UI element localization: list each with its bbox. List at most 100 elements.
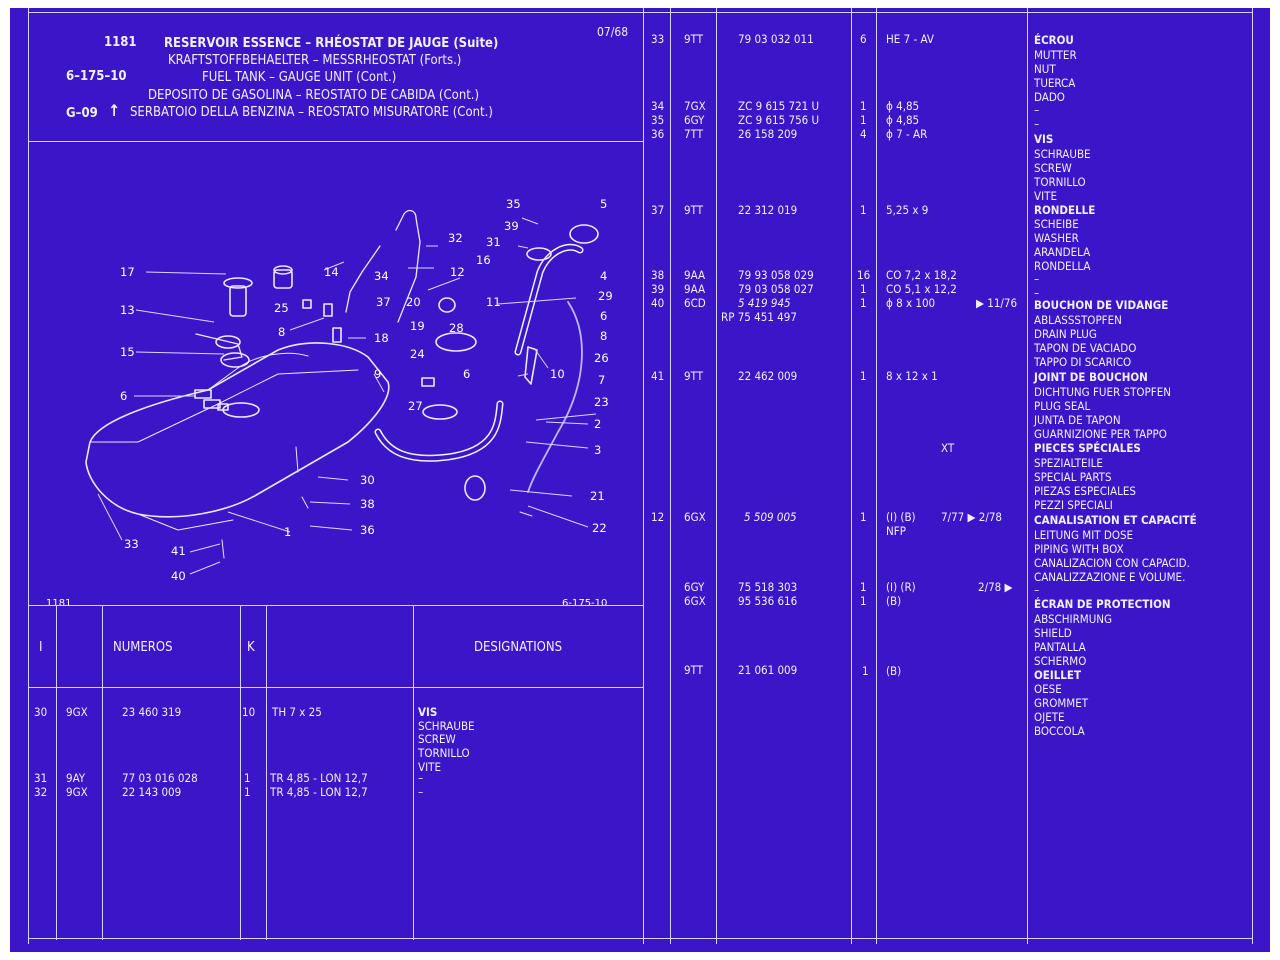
frame-line	[1027, 8, 1028, 944]
item-number: 31	[34, 771, 48, 785]
callout-20: 20	[406, 295, 421, 309]
callout-9: 9	[374, 367, 381, 381]
specification: (I) (B)	[886, 510, 916, 524]
designation-it: PEZZI SPECIALI	[1034, 498, 1113, 512]
part-number: 77 03 016 028	[122, 771, 198, 785]
designation-dash: –	[418, 771, 424, 785]
item-number: 33	[651, 32, 665, 46]
part-number: 5 509 005	[744, 510, 797, 524]
quantity: 4	[860, 127, 867, 141]
part-number: ZC 9 615 721 U	[738, 99, 820, 113]
model-variant: XT	[941, 441, 955, 455]
quantity: 1	[860, 296, 867, 310]
designation-it: VITE	[418, 760, 441, 774]
callout-1: 1	[284, 525, 291, 539]
specification: TR 4,85 - LON 12,7	[270, 785, 368, 799]
model-code: 9AA	[684, 282, 706, 296]
designation-dash: –	[1034, 117, 1040, 131]
title-italian: SERBATOIO DELLA BENZINA – REOSTATO MISUR…	[130, 105, 493, 120]
specification: HE 7 - AV	[886, 32, 934, 46]
validity-note: 2/78 ▶	[978, 580, 1013, 594]
part-number: 22 462 009	[738, 369, 798, 383]
designation-fr: RONDELLE	[1034, 203, 1096, 217]
quantity: 1	[244, 785, 251, 799]
item-number: 35	[651, 113, 665, 127]
model-code: 9TT	[684, 369, 704, 383]
callout-35: 35	[506, 197, 521, 211]
callout-7: 7	[598, 373, 605, 387]
designation-it: RONDELLA	[1034, 259, 1091, 273]
designation-dash: –	[1034, 272, 1040, 286]
callout-25: 25	[274, 301, 289, 315]
parts-catalog-sheet: 1181 07/68 6–175–10 G–09 ↑ RESERVOIR ESS…	[10, 8, 1270, 952]
designation-dash: –	[1034, 103, 1040, 117]
designation-dash: –	[1034, 583, 1040, 597]
callout-40: 40	[171, 569, 186, 583]
item-number: 12	[651, 510, 665, 524]
model-code: 9TT	[684, 32, 704, 46]
item-number: 37	[651, 203, 665, 217]
model-code: 9AA	[684, 268, 706, 282]
specification: ϕ 4,85	[886, 99, 920, 113]
callout-16: 16	[476, 253, 491, 267]
diagram-separator	[28, 605, 644, 606]
tank-drawing	[85, 209, 599, 559]
designation-de: SCHRAUBE	[1034, 147, 1091, 161]
designation-de: MUTTER	[1034, 48, 1077, 62]
designation-de: ABSCHIRMUNG	[1034, 612, 1113, 626]
callout-19: 19	[410, 319, 425, 333]
quantity: 6	[860, 32, 867, 46]
model-code: 6GY	[684, 580, 705, 594]
quantity: 1	[860, 282, 867, 296]
col-designations-header: DESIGNATIONS	[474, 640, 563, 655]
callout-29: 29	[598, 289, 613, 303]
designation-fr: JOINT DE BOUCHON	[1034, 370, 1148, 384]
quantity: 1	[860, 369, 867, 383]
designation-de: DICHTUNG FUER STOPFEN	[1034, 385, 1171, 399]
designation-it: VITE	[1034, 189, 1057, 203]
designation-es: CANALIZACION CON CAPACID.	[1034, 556, 1190, 570]
designation-es: TORNILLO	[418, 746, 470, 760]
designation-dash: –	[418, 785, 424, 799]
col-numeros-header: NUMEROS	[113, 640, 173, 655]
specification: TR 4,85 - LON 12,7	[270, 771, 368, 785]
designation-en: DRAIN PLUG	[1034, 327, 1097, 341]
designation-en: PIPING WITH BOX	[1034, 542, 1124, 556]
designation-fr: ÉCRAN DE PROTECTION	[1034, 597, 1171, 611]
callout-leaders	[97, 217, 597, 575]
specification: 5,25 x 9	[886, 203, 929, 217]
designation-fr: VIS	[1034, 132, 1054, 146]
frame-bottom-line	[28, 938, 1253, 939]
designation-de: SCHEIBE	[1034, 217, 1079, 231]
callout-17: 17	[120, 265, 135, 279]
callout-14: 14	[324, 265, 339, 279]
header-separator	[28, 141, 644, 142]
designation-es: TUERCA	[1034, 76, 1076, 90]
model-code: 6GX	[684, 594, 706, 608]
model-code: 9GX	[66, 785, 88, 799]
designation-en: SPECIAL PARTS	[1034, 470, 1112, 484]
callout-21: 21	[590, 489, 605, 503]
callout-4: 4	[600, 269, 607, 283]
specification-note: NFP	[886, 524, 906, 538]
designation-en: PLUG SEAL	[1034, 399, 1091, 413]
designation-it: CANALIZZAZIONE E VOLUME.	[1034, 570, 1186, 584]
frame-top-line	[28, 12, 1253, 13]
callout-27: 27	[408, 399, 423, 413]
specification: (B)	[886, 594, 902, 608]
designation-it: BOCCOLA	[1034, 724, 1085, 738]
frame-line	[876, 8, 877, 944]
part-number: 79 93 058 029	[738, 268, 814, 282]
column-divider	[56, 606, 57, 940]
callout-15: 15	[120, 345, 135, 359]
frame-line	[851, 8, 852, 944]
designation-it: SCHERMO	[1034, 654, 1087, 668]
designation-en: SCREW	[418, 732, 456, 746]
title-french: RESERVOIR ESSENCE – RHÉOSTAT DE JAUGE (S…	[164, 36, 499, 51]
designation-en: NUT	[1034, 62, 1056, 76]
designation-fr: BOUCHON DE VIDANGE	[1034, 298, 1169, 312]
callout-8: 8	[278, 325, 285, 339]
model-code: 9GX	[66, 705, 88, 719]
